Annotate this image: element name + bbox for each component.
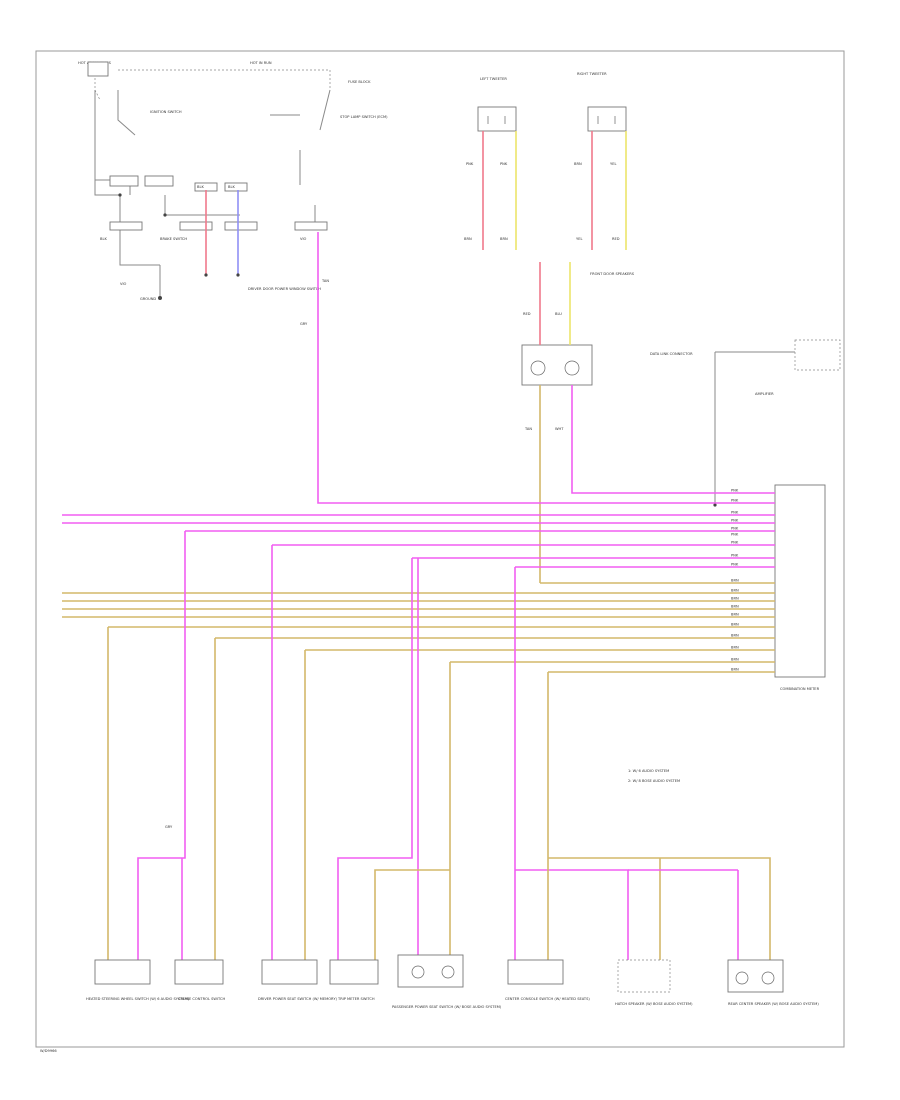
wire-yel-1 [515, 131, 627, 345]
bus-label-tan: BRN [731, 605, 739, 609]
wire-color-label: BRN [464, 237, 472, 241]
bus-label-pink: PNK [731, 554, 739, 558]
ignition-switch-circuit [87, 61, 331, 300]
wire-color-label: YEL [610, 162, 616, 166]
bus-label-tan: BRN [731, 634, 739, 638]
bus-label-pink: PNK [731, 527, 739, 531]
wire-color-label: VIO [300, 237, 307, 241]
fuse-block-label: FUSE BLOCK [348, 80, 371, 84]
drop-wires [107, 531, 771, 960]
pink-bus [62, 514, 775, 568]
audio-bus-pink [571, 385, 775, 494]
hot-in-run-label: HOT IN RUN [250, 61, 272, 65]
wire-red-2 [482, 131, 593, 345]
wire-color-label: PNK [500, 162, 508, 166]
ignition-switch-label: IGNITION SWITCH [150, 110, 182, 114]
wire-color-label: BLK [197, 185, 204, 189]
bus-label-tan: BRN [731, 579, 739, 583]
bus-label-pink: PNK [731, 519, 739, 523]
right-tweeter-label: RIGHT TWEETER [577, 72, 607, 76]
bottom-component-1: HEATED STEERING WHEEL SWITCH (W/ 6 AUDIO… [86, 997, 190, 1001]
data-link-wire [714, 351, 795, 505]
wire-color-label: RED [523, 312, 531, 316]
brake-switch-label: BRAKE SWITCH [160, 237, 187, 241]
bottom-component-boxes [94, 954, 784, 993]
stop-lamp-switch-label: STOP LAMP SWITCH (ECM) [340, 115, 388, 119]
bus-label-pink: PNK [731, 563, 739, 567]
front-door-speaker-label: FRONT DOOR SPEAKERS [590, 272, 635, 276]
bus-label-tan: BRN [731, 623, 739, 627]
wire-color-label: GRY [300, 322, 308, 326]
wire-color-label: BRN [500, 237, 508, 241]
bottom-component-5: PASSENGER POWER SEAT SWITCH (W/ BOSE AUD… [392, 1005, 502, 1009]
wire-color-label: VIO [120, 282, 127, 286]
bottom-component-6: CENTER CONSOLE SWITCH (W/ HEATED SEATS) [505, 997, 590, 1001]
data-link-label: DATA LINK CONNECTOR [650, 352, 693, 356]
ground-label: GROUND [140, 297, 156, 301]
bus-label-pink: PNK [731, 511, 739, 515]
driver-power-module-label: DRIVER DOOR POWER WINDOW SWITCH [248, 287, 321, 291]
legend-item-1: 1: W/ 6 AUDIO SYSTEM [628, 769, 669, 773]
bus-label-pink: PNK [731, 533, 739, 537]
amplifier-label: AMPLIFIER [755, 392, 774, 396]
wire-color-label: BLU [555, 312, 562, 316]
bottom-component-7: HATCH SPEAKER (W/ BOSE AUDIO SYSTEM) [615, 1002, 693, 1006]
combination-meter-label: COMBINATION METER [780, 687, 820, 691]
wire-color-label: PNK [466, 162, 474, 166]
wire-color-label: GRY [165, 825, 173, 829]
wire-color-label: YEL [576, 237, 582, 241]
wire-color-label: BLK [228, 185, 235, 189]
bus-label-pink: PNK [731, 489, 739, 493]
wire-color-label: TAN [321, 279, 329, 283]
left-tweeter-label: LEFT TWEETER [480, 77, 507, 81]
wire-color-label: TAN [524, 427, 532, 431]
bottom-component-4: TRIP METER SWITCH [337, 997, 375, 1001]
wire-color-label: BLK [100, 237, 107, 241]
bus-label-tan: BRN [731, 658, 739, 662]
wire-color-label: WHT [555, 427, 564, 431]
bottom-component-3: DRIVER POWER SEAT SWITCH (W/ MEMORY) [258, 997, 338, 1001]
bus-label-tan: BRN [731, 597, 739, 601]
diagram-frame [35, 50, 845, 1048]
bus-label-tan: BRN [731, 613, 739, 617]
tweeter-boxes [477, 106, 841, 678]
bus-label-tan: BRN [731, 668, 739, 672]
bottom-component-8: REAR CENTER SPEAKER (W/ BOSE AUDIO SYSTE… [728, 1002, 819, 1006]
footer-code: W/D9966 [40, 1049, 57, 1053]
wire-color-label: BRN [574, 162, 582, 166]
legend-item-2: 2: W/ 8 BOSE AUDIO SYSTEM [628, 779, 680, 783]
bus-label-pink: PNK [731, 541, 739, 545]
fuse-pink-wire [317, 232, 775, 504]
bottom-component-2: CRUISE CONTROL SWITCH [178, 997, 225, 1001]
bus-label-tan: BRN [731, 589, 739, 593]
bus-label-tan: BRN [731, 646, 739, 650]
bus-label-pink: PNK [731, 499, 739, 503]
wire-color-label: RED [612, 237, 620, 241]
